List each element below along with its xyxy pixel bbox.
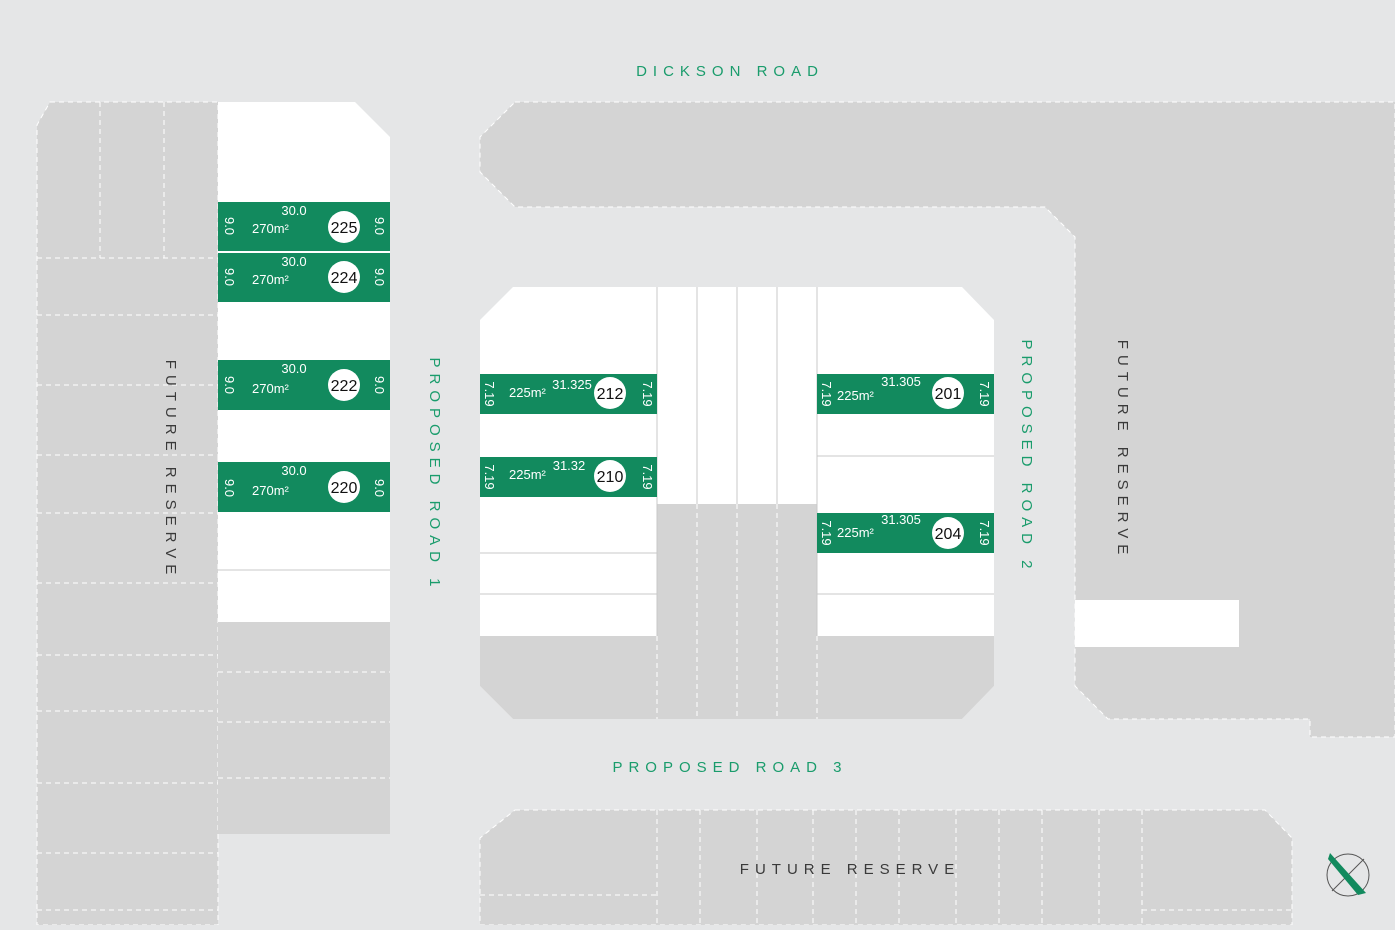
lot-area: 225m² [837, 388, 875, 403]
lot-number: 220 [331, 480, 358, 497]
lot-width-left: 7.19 [482, 464, 497, 489]
future-reserve-bottom-block [479, 809, 1293, 926]
lot-frontage: 30.0 [281, 463, 306, 478]
lot-220[interactable]: 30.0 270m² 9.0 9.0 220 [218, 462, 390, 512]
lot-width-left: 9.0 [222, 376, 237, 394]
lot-width-left: 7.19 [819, 520, 834, 545]
reserve-label-left: FUTURE RESERVE [162, 360, 179, 580]
lot-number: 210 [597, 469, 624, 486]
north-arrow-icon [1326, 853, 1370, 897]
lot-area: 270m² [252, 221, 290, 236]
road-label-proposed-road-1: PROPOSED ROAD 1 [426, 357, 443, 592]
lot-frontage: 30.0 [281, 203, 306, 218]
lot-area: 225m² [837, 525, 875, 540]
lot-frontage: 31.325 [552, 377, 592, 392]
lot-204[interactable]: 31.305 225m² 7.19 7.19 204 [817, 512, 994, 553]
lot-width-right: 9.0 [372, 376, 387, 394]
future-reserve-left-block [36, 101, 219, 926]
lot-width-left: 7.19 [482, 381, 497, 406]
lot-width-right: 9.0 [372, 217, 387, 235]
road-label-proposed-road-3: PROPOSED ROAD 3 [612, 759, 847, 776]
lot-frontage: 30.0 [281, 361, 306, 376]
road-label-dickson: DICKSON ROAD [636, 63, 824, 80]
road-label-proposed-road-2: PROPOSED ROAD 2 [1018, 339, 1035, 574]
lot-frontage: 30.0 [281, 254, 306, 269]
lot-number: 201 [935, 386, 962, 403]
lot-number: 204 [935, 526, 962, 543]
lot-area: 225m² [509, 467, 547, 482]
lot-area: 270m² [252, 483, 290, 498]
lot-225[interactable]: 30.0 270m² 9.0 9.0 225 [218, 202, 390, 251]
lot-area: 225m² [509, 385, 547, 400]
lot-width-left: 9.0 [222, 479, 237, 497]
lot-number: 224 [331, 270, 358, 287]
lot-width-right: 7.19 [640, 464, 655, 489]
central-stage-block [480, 287, 994, 719]
lot-201[interactable]: 31.305 225m² 7.19 7.19 201 [817, 374, 994, 414]
lot-number: 222 [331, 378, 358, 395]
lot-width-left: 7.19 [819, 381, 834, 406]
lot-212[interactable]: 31.325 225m² 7.19 7.19 212 [480, 374, 657, 414]
lot-width-right: 7.19 [977, 381, 992, 406]
lot-width-left: 9.0 [222, 217, 237, 235]
future-reserve-top-block [479, 101, 1395, 738]
lot-width-right: 7.19 [640, 381, 655, 406]
lot-number: 225 [331, 220, 358, 237]
lot-222[interactable]: 30.0 270m² 9.0 9.0 222 [218, 360, 390, 410]
lot-number: 212 [597, 386, 624, 403]
right-stage-block [1075, 600, 1239, 647]
reserve-label-bottom: FUTURE RESERVE [740, 861, 960, 878]
lot-224[interactable]: 30.0 270m² 9.0 9.0 224 [218, 253, 390, 302]
lot-width-left: 9.0 [222, 268, 237, 286]
lot-frontage: 31.32 [553, 458, 586, 473]
lot-area: 270m² [252, 381, 290, 396]
reserve-label-right: FUTURE RESERVE [1114, 340, 1131, 560]
lot-width-right: 9.0 [372, 479, 387, 497]
lot-210[interactable]: 31.32 225m² 7.19 7.19 210 [480, 457, 657, 497]
lot-width-right: 7.19 [977, 520, 992, 545]
lot-frontage: 31.305 [881, 512, 921, 527]
lot-frontage: 31.305 [881, 374, 921, 389]
lot-area: 270m² [252, 272, 290, 287]
lot-width-right: 9.0 [372, 268, 387, 286]
